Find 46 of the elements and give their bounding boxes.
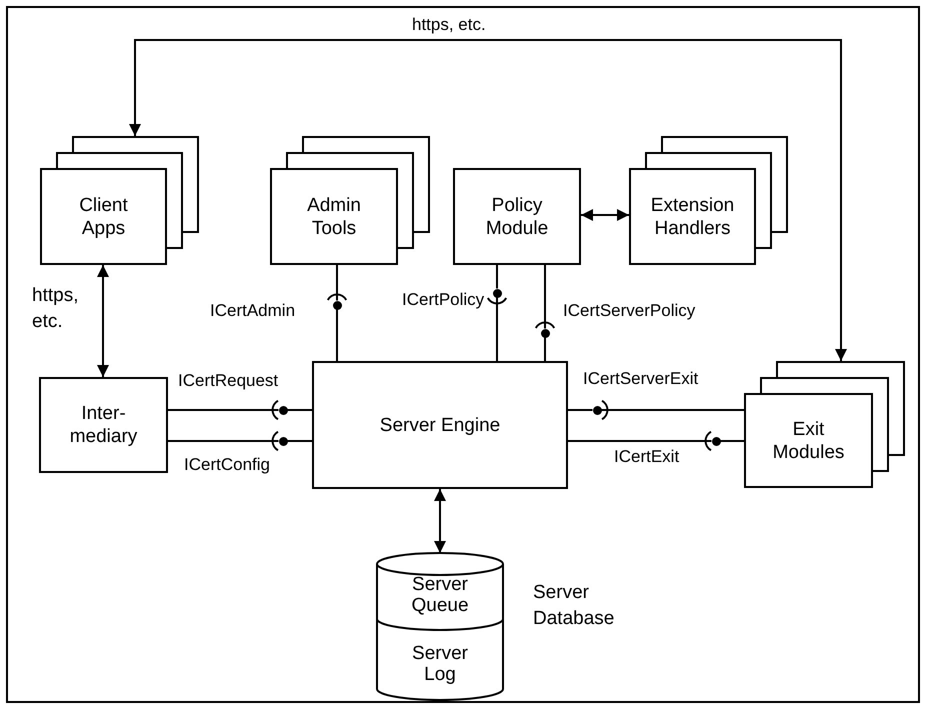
arrow [434,489,446,553]
connector-line [720,440,744,442]
stacked-box [744,361,905,488]
connector-line [288,409,312,411]
node-label: Server Engine [380,414,500,436]
node-label: Exit Modules [772,418,846,464]
connector-line [288,440,312,442]
interface-label: ICertConfig [184,455,270,475]
interface-ball [540,328,550,338]
node-label: Admin Tools [306,194,362,240]
node-label: Server Log [411,643,469,685]
arrow [581,209,629,221]
arrow [129,39,847,361]
interface-ball [492,288,502,298]
socket-connector [486,297,508,361]
node-label: Inter- mediary [68,402,138,448]
stacked-box [270,136,430,265]
node-label: Client Apps [78,194,129,240]
node-label: Policy Module [484,194,550,240]
socket-connector [168,430,279,452]
interface-ball [332,300,342,310]
process-box [39,377,168,473]
node-label: Server Queue [410,574,470,616]
socket-connector [168,400,279,420]
connector-line [496,265,498,288]
connector-line [568,409,592,411]
interface-label: ICertServerPolicy [563,301,696,321]
interface-ball [278,436,288,446]
interface-ball [592,406,602,414]
interface-ball [712,436,720,446]
arrow [97,265,109,377]
stacked-box [40,136,199,265]
socket-connector [326,265,348,301]
stacked-box [629,136,788,265]
interface-label: ICertRequest [178,371,278,391]
socket-connector [534,265,556,329]
edge-label: https, etc. [412,15,486,35]
process-box [312,361,568,489]
process-box [453,168,581,265]
interface-label: ICertPolicy [402,290,484,310]
node-label: Extension Handlers [650,194,736,240]
connector-line [336,310,338,361]
interface-ball [278,406,288,414]
socket-connector [568,430,712,452]
socket-connector [601,400,744,420]
connector-line [544,338,546,361]
